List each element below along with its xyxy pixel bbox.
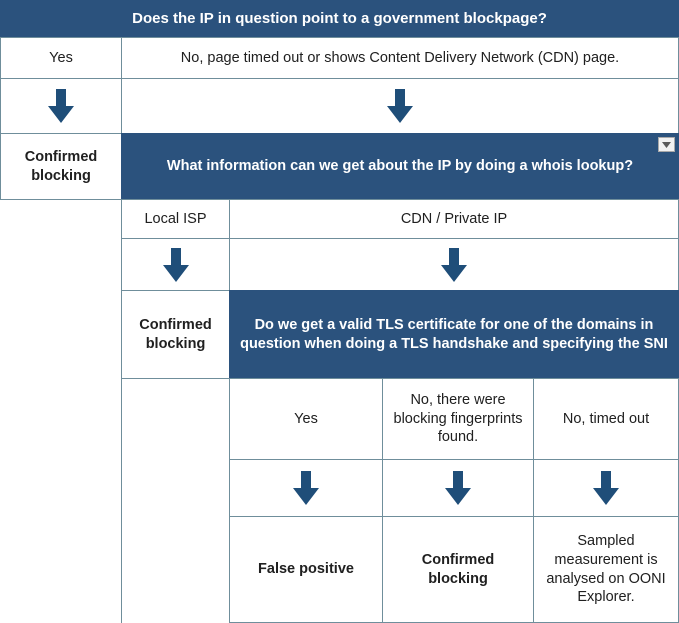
question-banner-tls-certificate: Do we get a valid TLS certificate for on… xyxy=(229,290,679,379)
outcome-cell-confirmed-blocking-level1-text: Confirmed blocking xyxy=(24,148,98,184)
arrow-cell-local-isp xyxy=(121,238,230,291)
answer-cell-tls-timeout-text: No, timed out xyxy=(562,410,650,427)
outcome-cell-confirmed-blocking-level3-text: Confirmed blocking xyxy=(421,551,495,587)
outcome-cell-sampled-measurement: Sampled measurement is analysed on OONI … xyxy=(533,516,679,623)
arrow-down-icon xyxy=(441,247,467,282)
outcome-cell-confirmed-blocking-level2: Confirmed blocking xyxy=(121,290,230,379)
outcome-cell-false-positive: False positive xyxy=(229,516,383,623)
arrow-cell-tls-timeout xyxy=(533,459,679,517)
question-banner-whois-text: What information can we get about the IP… xyxy=(166,158,634,175)
arrow-down-icon xyxy=(48,89,74,123)
outcome-cell-confirmed-blocking-level1: Confirmed blocking xyxy=(0,133,122,200)
arrow-cell-cdn-private-ip xyxy=(229,238,679,291)
arrow-down-icon xyxy=(293,471,319,505)
arrow-down-icon xyxy=(445,471,471,505)
question-banner-blockpage: Does the IP in question point to a gover… xyxy=(0,0,679,38)
answer-cell-no-blockpage: No, page timed out or shows Content Deli… xyxy=(121,37,679,79)
answer-cell-local-isp: Local ISP xyxy=(121,199,230,239)
answer-cell-tls-fingerprints: No, there were blocking fingerprints fou… xyxy=(382,378,534,460)
outcome-cell-confirmed-blocking-level3: Confirmed blocking xyxy=(382,516,534,623)
outcome-cell-false-positive-text: False positive xyxy=(258,561,354,578)
question-banner-whois: What information can we get about the IP… xyxy=(121,133,679,200)
answer-cell-tls-yes: Yes xyxy=(229,378,383,460)
arrow-down-icon xyxy=(387,89,413,123)
question-banner-tls-certificate-text: Do we get a valid TLS certificate for on… xyxy=(240,316,668,352)
answer-cell-tls-timeout: No, timed out xyxy=(533,378,679,460)
answer-cell-local-isp-text: Local ISP xyxy=(144,210,207,227)
arrow-cell-tls-fingerprints xyxy=(382,459,534,517)
outcome-cell-sampled-measurement-text: Sampled measurement is analysed on OONI … xyxy=(546,533,666,606)
answer-cell-tls-fingerprints-text: No, there were blocking fingerprints fou… xyxy=(393,392,523,446)
answer-cell-yes-blockpage-text: Yes xyxy=(49,49,73,66)
answer-cell-tls-yes-text: Yes xyxy=(294,410,318,427)
answer-cell-no-blockpage-text: No, page timed out or shows Content Deli… xyxy=(180,49,620,66)
answer-cell-yes-blockpage: Yes xyxy=(0,37,122,79)
arrow-down-icon xyxy=(593,471,619,505)
question-banner-blockpage-text: Does the IP in question point to a gover… xyxy=(132,10,547,28)
column-divider-left xyxy=(121,199,122,623)
arrow-down-icon xyxy=(162,247,189,282)
outcome-cell-confirmed-blocking-level2-text: Confirmed blocking xyxy=(139,316,212,352)
arrow-cell-no-blockpage xyxy=(121,78,679,134)
answer-cell-cdn-private-ip: CDN / Private IP xyxy=(229,199,679,239)
arrow-cell-yes-blockpage xyxy=(0,78,122,134)
answer-cell-cdn-private-ip-text: CDN / Private IP xyxy=(400,210,508,227)
arrow-cell-tls-yes xyxy=(229,459,383,517)
chevron-down-icon[interactable] xyxy=(658,137,675,152)
